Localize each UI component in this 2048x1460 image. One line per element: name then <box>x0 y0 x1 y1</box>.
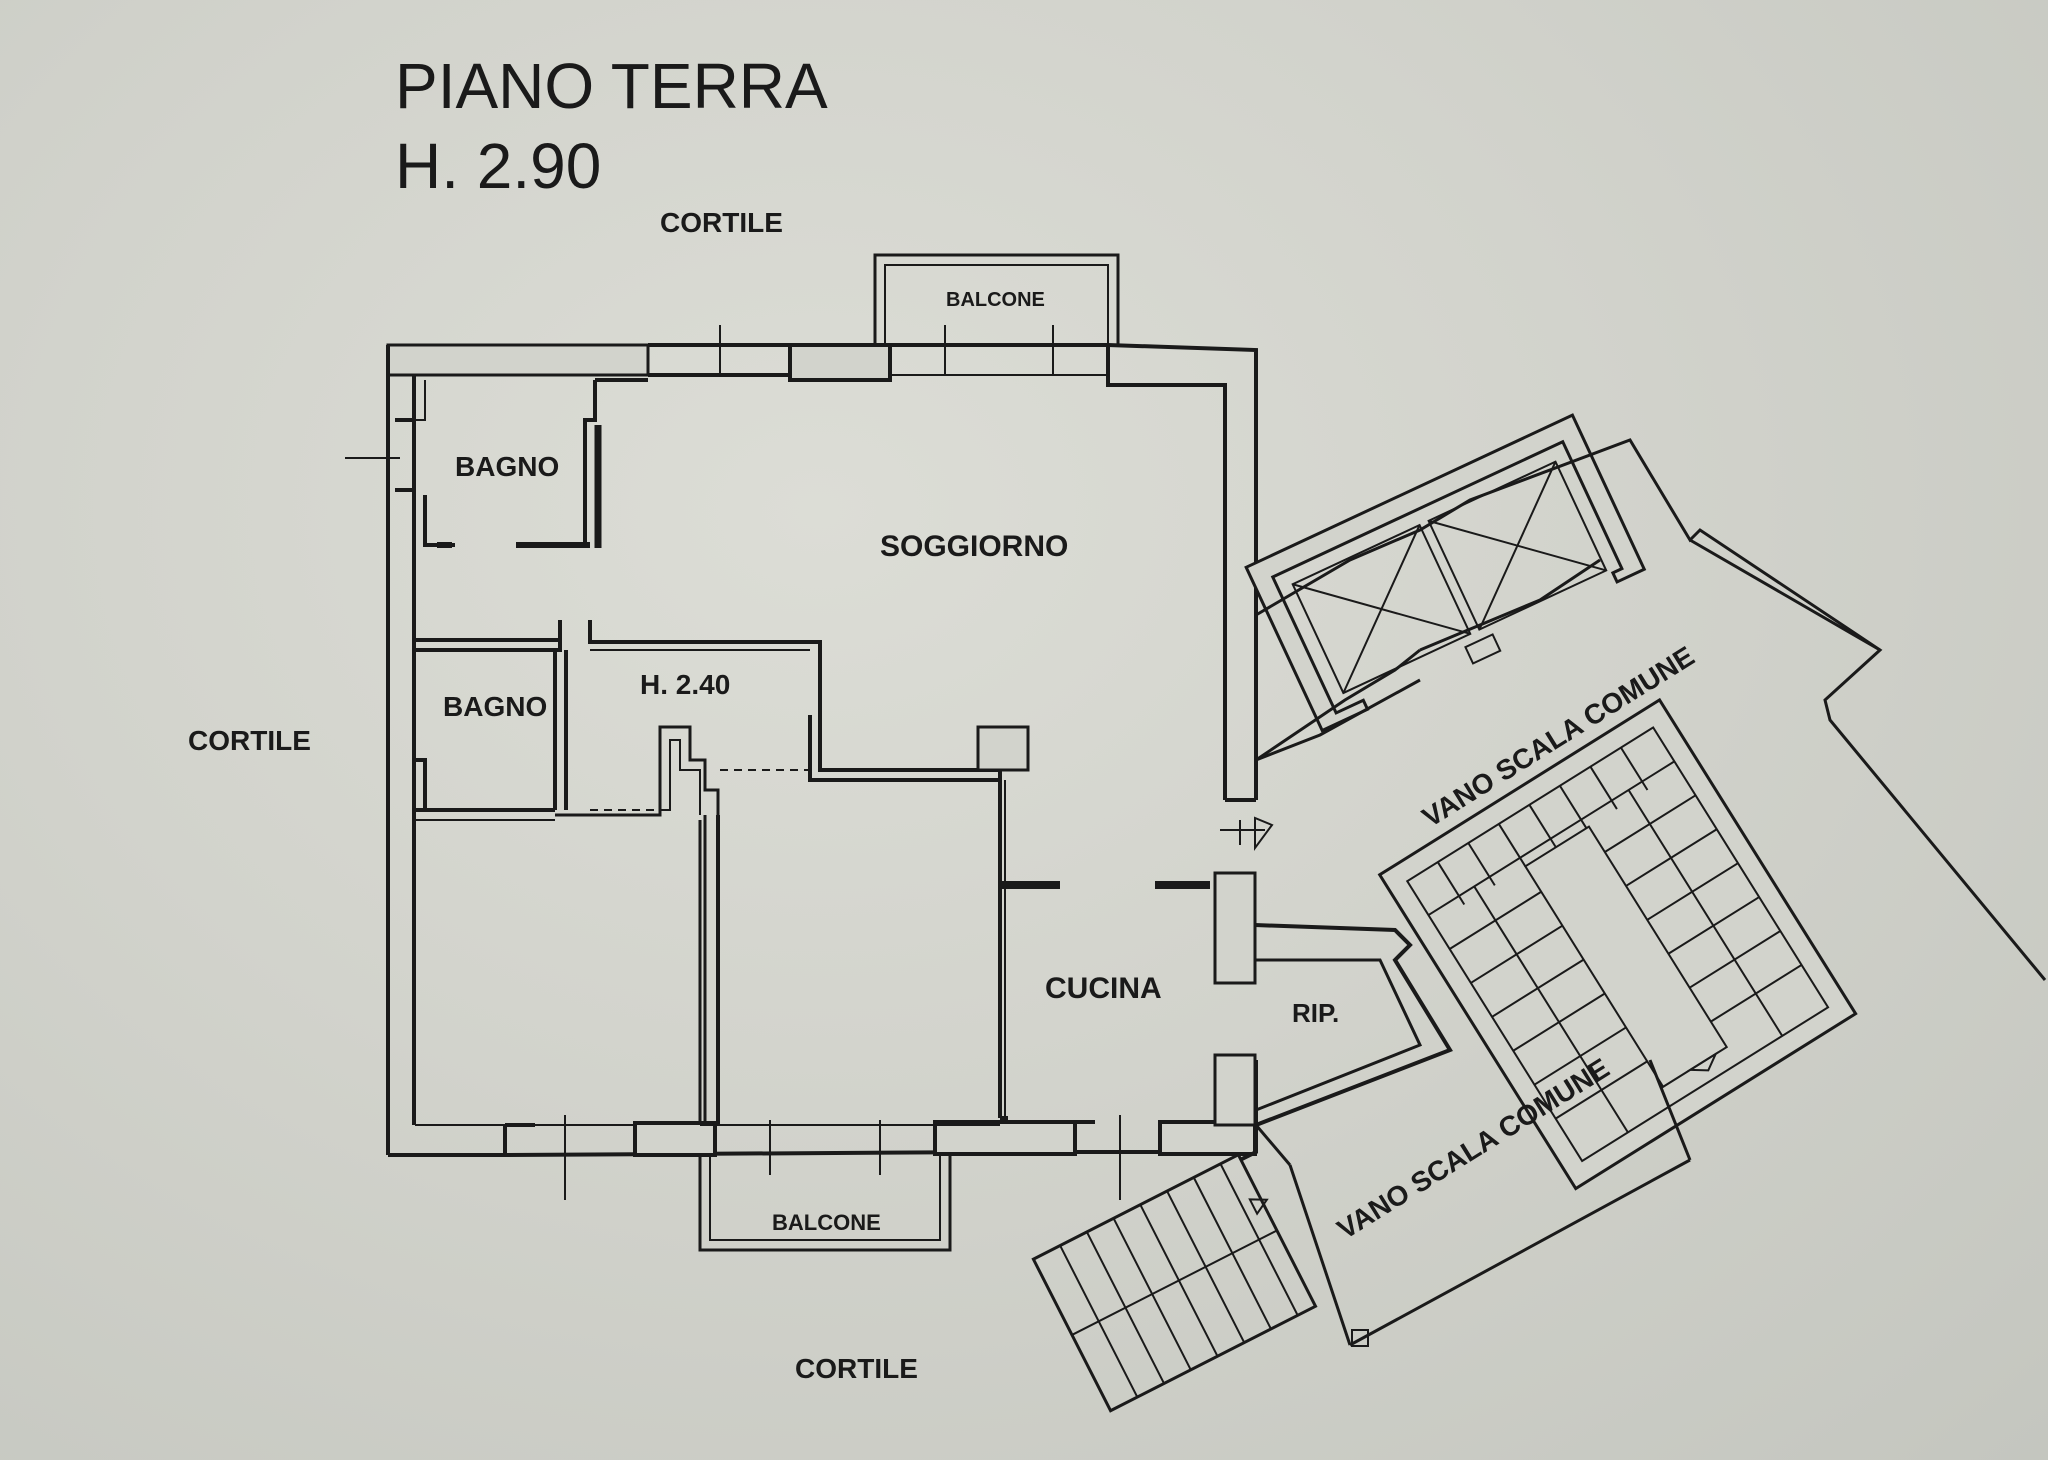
soggiorno-label: SOGGIORNO <box>880 530 1068 563</box>
cortile-south-label: CORTILE <box>795 1353 918 1384</box>
cortile-west-label: CORTILE <box>188 725 311 756</box>
bathroom-top-walls <box>395 375 648 548</box>
common-stair-outline <box>1254 438 2047 981</box>
corridor-height-label: H. 2.40 <box>640 669 730 700</box>
cucina-label: CUCINA <box>1045 972 1162 1005</box>
kitchen-walls <box>1000 871 1453 1127</box>
balcony-south <box>698 1155 952 1252</box>
interior-walls-middle <box>412 620 1030 1126</box>
corridor-dashed-lines <box>564 650 821 811</box>
floor-title: PIANO TERRA <box>395 50 828 122</box>
window-ticks <box>345 325 1241 1200</box>
balcone-north-label: BALCONE <box>946 289 1045 311</box>
bedroom-left-walls <box>413 820 702 1126</box>
central-staircase <box>1377 697 1858 1191</box>
cortile-north-label: CORTILE <box>660 207 783 238</box>
balcony-north <box>873 253 1120 345</box>
ripostiglio-label: RIP. <box>1292 998 1339 1028</box>
lower-staircase <box>1031 1152 1318 1413</box>
entry-door-symbol <box>1220 816 1274 852</box>
bagno-mid-label: BAGNO <box>443 691 547 722</box>
balcone-south-label: BALCONE <box>772 1210 881 1235</box>
floor-height: H. 2.90 <box>395 130 601 202</box>
elevator-shaft <box>1244 413 1647 733</box>
bagno-top-label: BAGNO <box>455 451 559 482</box>
common-lower-walls <box>1254 1059 1692 1347</box>
